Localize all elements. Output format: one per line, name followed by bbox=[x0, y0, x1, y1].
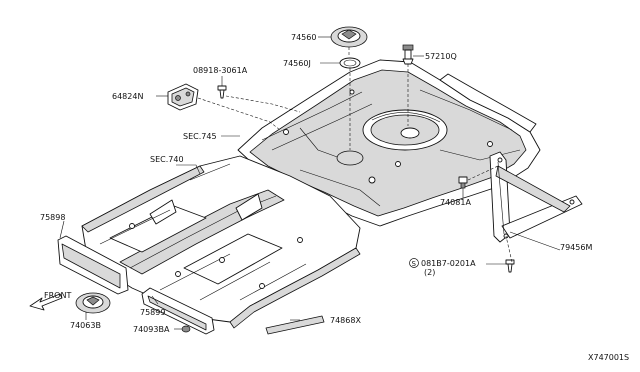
plug-74560j bbox=[339, 57, 361, 69]
bracket-64824n bbox=[167, 83, 199, 111]
plug-74560 bbox=[330, 26, 368, 48]
label-081b7-qty: (2) bbox=[424, 268, 435, 277]
bolt-symbol-icon bbox=[409, 258, 419, 268]
bolt-symbol-letter: S bbox=[412, 260, 417, 268]
bracket-75899 bbox=[141, 287, 215, 335]
label-081b7-0201a: 081B7-0201A bbox=[421, 259, 476, 268]
label-74868x: 74868X bbox=[330, 316, 361, 325]
brace-79456m bbox=[489, 151, 583, 243]
rear-floor-panel bbox=[237, 59, 541, 227]
front-floor-panel bbox=[81, 155, 361, 329]
label-64824n: 64824N bbox=[112, 92, 143, 101]
bolt-08918 bbox=[217, 85, 227, 99]
label-sec745: SEC.745 bbox=[183, 132, 217, 141]
callout-081b7: S 081B7-0201A (2) bbox=[409, 258, 476, 277]
label-79456m: 79456M bbox=[560, 243, 592, 252]
label-74093ba: 74093BA bbox=[133, 325, 170, 334]
front-arrow-icon bbox=[29, 293, 63, 311]
bracket-75898 bbox=[57, 235, 129, 295]
label-74560j: 74560J bbox=[283, 59, 311, 68]
label-74063b: 74063B bbox=[70, 321, 101, 330]
label-sec740: SEC.740 bbox=[150, 155, 184, 164]
bolt-081b7 bbox=[505, 259, 515, 273]
label-08918-3061a: 08918-3061A bbox=[193, 66, 248, 75]
diagram-id: X747001S bbox=[588, 353, 629, 362]
plug-74063b bbox=[75, 292, 111, 314]
part-labels: 74560 74560J 57210Q 08918-3061A 64824N S… bbox=[40, 33, 629, 362]
clip-57210q bbox=[402, 44, 414, 65]
label-57210q: 57210Q bbox=[425, 52, 457, 61]
label-front: FRONT bbox=[44, 291, 71, 300]
label-75899: 75899 bbox=[140, 308, 165, 317]
leader-lines bbox=[59, 36, 561, 330]
label-74560: 74560 bbox=[291, 33, 316, 42]
label-75898: 75898 bbox=[40, 213, 65, 222]
strip-74868x bbox=[265, 315, 325, 335]
label-74081a: 74081A bbox=[440, 198, 471, 207]
grommet-74093ba bbox=[181, 325, 191, 333]
